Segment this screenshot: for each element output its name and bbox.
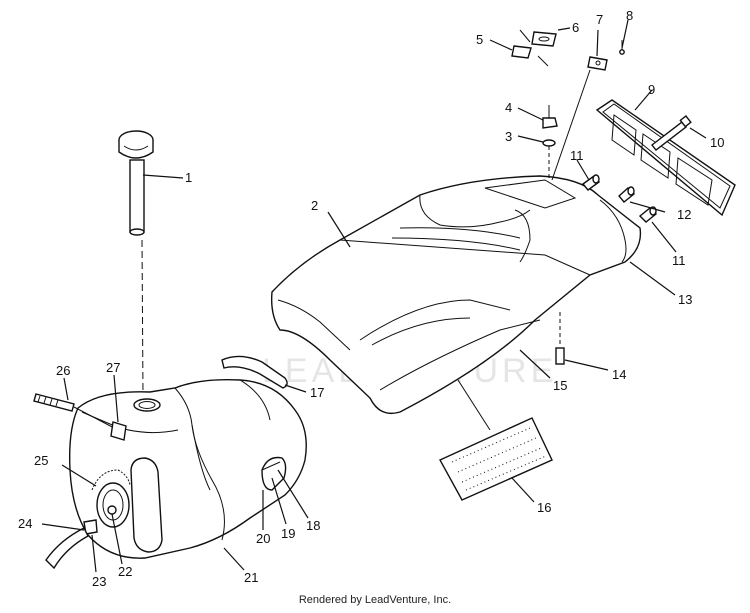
part-10-screw: [651, 115, 707, 151]
callout-14: 14: [612, 367, 626, 382]
callout-8: 8: [626, 8, 633, 23]
part-2-seat: [270, 175, 642, 415]
part-9-grille: [595, 89, 736, 217]
part-22-25-fittings: [41, 464, 123, 573]
callout-19: 19: [281, 526, 295, 541]
part-17-strap: [221, 355, 307, 393]
callout-10: 10: [710, 135, 724, 150]
part-18-20-sender: [262, 469, 309, 530]
footer-credit: Rendered by LeadVenture, Inc.: [298, 594, 452, 606]
callout-27: 27: [106, 360, 120, 375]
callout-11-upper: 11: [570, 148, 584, 163]
callout-2: 2: [311, 198, 318, 213]
callout-24: 24: [18, 516, 32, 531]
part-3-4-nut-washer: [517, 105, 558, 180]
callout-16: 16: [537, 500, 551, 515]
callout-3: 3: [505, 129, 512, 144]
part-26-27-vent: [33, 374, 127, 441]
part-16-foam-pad: [439, 379, 553, 503]
callout-4: 4: [505, 100, 512, 115]
callout-1: 1: [185, 170, 192, 185]
part-11-12-grommets: [576, 159, 677, 253]
leader-15: [519, 349, 551, 379]
part-5-6-latch: [489, 27, 571, 67]
callout-23: 23: [92, 574, 106, 589]
part-21-fuel-tank: [68, 379, 307, 571]
callout-5: 5: [476, 32, 483, 47]
part-1-filler-neck: [118, 130, 184, 396]
callout-7: 7: [596, 12, 603, 27]
callout-21: 21: [244, 570, 258, 585]
callout-22: 22: [118, 564, 132, 579]
callout-18: 18: [306, 518, 320, 533]
part-7-8-bracket: [551, 19, 629, 181]
callout-26: 26: [56, 363, 70, 378]
callout-9: 9: [648, 82, 655, 97]
callout-20: 20: [256, 531, 270, 546]
callout-labels: 1 2 3 4 5 6 7 8 9 10 11 11 12 13 14 15 1…: [18, 8, 724, 589]
part-14-bolt: [555, 312, 609, 371]
callout-17: 17: [310, 385, 324, 400]
callout-12: 12: [677, 207, 691, 222]
leader-13: [629, 261, 676, 296]
callout-25: 25: [34, 453, 48, 468]
callout-6: 6: [572, 20, 579, 35]
callout-15: 15: [553, 378, 567, 393]
callout-13: 13: [678, 292, 692, 307]
callout-11-lower: 11: [672, 253, 686, 268]
